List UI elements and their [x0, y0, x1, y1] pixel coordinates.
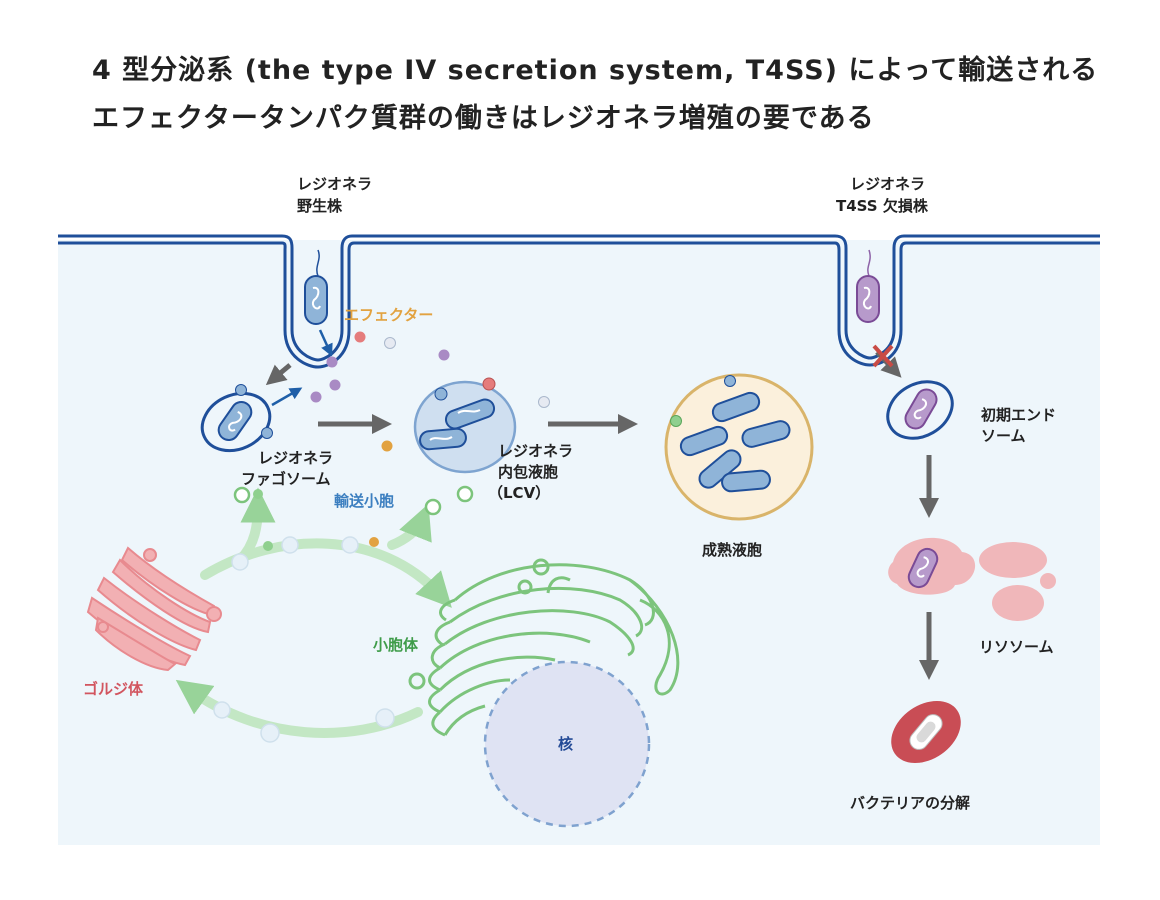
lysosome-label: リソソーム [979, 638, 1054, 656]
mutant-label-line1: レジオネラ [850, 175, 925, 193]
trafficking-vesicles [213, 536, 395, 743]
endoplasmic-reticulum [408, 558, 680, 737]
blocked-secretion-x [872, 344, 894, 368]
phagosome [200, 384, 273, 453]
green-vesicle-small [253, 489, 263, 499]
lcv-label-line3: （LCV） [488, 484, 550, 502]
mutant-label-line2: T4SS 欠損株 [836, 197, 929, 215]
transport-vesicle-label: 輸送小胞 [334, 492, 394, 510]
lcv-label-line2: 内包液胞 [498, 463, 558, 481]
secretion-arrow [318, 329, 333, 357]
green-vesicles [233, 485, 474, 516]
lcv [413, 377, 517, 474]
phagosome-label-line1: レジオネラ [258, 449, 333, 467]
effector-particles [310, 331, 550, 452]
early-endosome [886, 380, 954, 440]
lcv-label-line1: レジオネラ [498, 442, 573, 460]
nucleus [483, 660, 651, 828]
wild-type-label-line2: 野生株 [297, 197, 343, 215]
golgi-label: ゴルジ体 [83, 680, 144, 698]
wild-type-label-line1: レジオネラ [297, 175, 372, 193]
orange-vesicle [369, 537, 379, 547]
early-endosome-label-line1: 初期エンド [981, 406, 1056, 424]
title-line-1: 4 型分泌系 (the type IV secretion system, T4… [92, 55, 1099, 86]
golgi-apparatus [86, 546, 222, 672]
phagosome-label-line2: ファゴソーム [241, 470, 331, 488]
title-line-2: エフェクタータンパク質群の働きはレジオネラ増殖の要である [92, 103, 875, 134]
phagosome-secretion-arrow [271, 387, 303, 407]
effector-label: エフェクター [344, 306, 433, 324]
bacterial-degradation [891, 700, 961, 764]
lysosomes [888, 537, 1056, 621]
nucleus-label: 核 [558, 735, 573, 753]
green-vesicle-small-2 [263, 541, 273, 551]
er-label: 小胞体 [373, 636, 419, 654]
bacterium-mutant-entering [856, 249, 880, 323]
degradation-label: バクテリアの分解 [850, 794, 970, 812]
plasma-membrane [58, 234, 1100, 369]
bacterium-wild-type-entering [304, 249, 328, 325]
early-endosome-label-line2: ソーム [981, 427, 1026, 445]
mature-vacuole-label: 成熟液胞 [702, 541, 762, 559]
mature-vacuole [664, 373, 814, 521]
